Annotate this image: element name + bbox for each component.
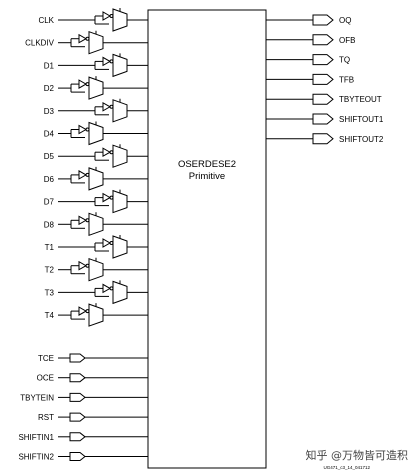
output-label-oq: OQ	[339, 16, 351, 25]
input-label-d5: D5	[44, 152, 55, 161]
input-label-clk: CLK	[38, 16, 54, 25]
inverter-mux	[102, 99, 128, 123]
block-title: OSERDESE2	[178, 159, 236, 170]
mux-symbol	[112, 99, 128, 123]
mux-symbol	[88, 257, 104, 282]
mux-symbol	[112, 189, 128, 214]
inverter-mux	[102, 53, 128, 78]
input-port-arrow	[69, 373, 86, 383]
inverter-triangle	[78, 79, 88, 89]
inverter-mux	[78, 167, 104, 191]
inverter-triangle	[78, 33, 88, 44]
mux-symbol	[112, 144, 128, 168]
mux-symbol	[88, 30, 104, 55]
inverter-mux	[78, 121, 104, 146]
input-label-shiftin2: SHIFTIN2	[18, 453, 54, 462]
mux-symbol	[88, 167, 104, 191]
output-label-shiftout1: SHIFTOUT1	[339, 115, 384, 124]
output-port-arrow	[312, 113, 334, 125]
mux-symbol	[112, 53, 128, 78]
inverter-triangle	[78, 170, 88, 180]
inverter-mux	[78, 30, 104, 55]
inverter-triangle	[78, 306, 88, 316]
inverter-triangle	[102, 147, 112, 158]
output-label-shiftout2: SHIFTOUT2	[339, 135, 384, 144]
inverter-triangle	[78, 260, 88, 271]
input-label-d3: D3	[44, 107, 55, 116]
mux-symbol	[88, 303, 104, 327]
input-label-rst: RST	[38, 413, 54, 422]
input-port-arrow	[69, 353, 86, 363]
inverter-triangle	[78, 124, 88, 135]
input-label-d2: D2	[44, 84, 55, 93]
inverter-triangle	[102, 11, 112, 21]
input-label-clkdiv: CLKDIV	[25, 39, 55, 48]
input-label-d6: D6	[44, 175, 55, 184]
input-label-shiftin1: SHIFTIN1	[18, 433, 54, 442]
mux-symbol	[112, 280, 128, 305]
inverter-triangle	[102, 283, 112, 294]
oserdese2-block	[147, 9, 267, 469]
inverter-triangle	[102, 192, 112, 203]
inverter-mux	[102, 280, 128, 305]
inverter-mux	[102, 235, 128, 259]
mux-symbol	[88, 212, 104, 237]
mux-symbol	[88, 76, 104, 100]
output-label-tfb: TFB	[339, 75, 354, 84]
inverter-mux	[102, 8, 128, 32]
input-port-arrow	[69, 432, 86, 442]
output-port-arrow	[312, 73, 334, 85]
inverter-triangle	[102, 56, 112, 67]
input-label-t2: T2	[45, 266, 55, 275]
input-label-tce: TCE	[38, 354, 54, 363]
mux-symbol	[88, 121, 104, 146]
output-port-arrow	[312, 14, 334, 26]
inverter-mux	[78, 212, 104, 237]
inverter-mux	[78, 303, 104, 327]
input-label-t3: T3	[45, 288, 55, 297]
output-port-arrow	[312, 54, 334, 66]
figure-code: UG471_c3_14_041712	[323, 465, 370, 470]
output-label-ofb: OFB	[339, 36, 355, 45]
inverter-triangle	[102, 101, 112, 112]
output-port-arrow	[312, 93, 334, 105]
output-port-arrow	[312, 34, 334, 46]
input-label-oce: OCE	[37, 374, 54, 383]
mux-symbol	[112, 235, 128, 259]
block-subtitle: Primitive	[189, 171, 225, 182]
output-port-arrow	[312, 133, 334, 145]
input-label-d8: D8	[44, 220, 55, 229]
input-inverter-muxes	[69, 8, 128, 461]
input-label-t1: T1	[45, 243, 55, 252]
input-label-t4: T4	[45, 311, 55, 320]
output-label-tbyteout: TBYTEOUT	[339, 95, 382, 104]
inverter-mux	[102, 189, 128, 214]
input-label-tbytein: TBYTEIN	[20, 393, 54, 402]
input-label-d1: D1	[44, 61, 55, 70]
inverter-mux	[78, 76, 104, 100]
inverter-triangle	[78, 215, 88, 226]
output-ports	[312, 14, 334, 145]
mux-symbol	[112, 8, 128, 32]
output-label-tq: TQ	[339, 56, 350, 65]
inverter-mux	[102, 144, 128, 168]
input-port-arrow	[69, 392, 86, 402]
input-label-d4: D4	[44, 130, 55, 139]
inverter-triangle	[102, 238, 112, 248]
watermark: 知乎 @万物皆可造积	[306, 448, 409, 462]
input-port-arrow	[69, 452, 86, 461]
input-port-arrow	[69, 412, 86, 422]
inverter-mux	[78, 257, 104, 282]
input-label-d7: D7	[44, 198, 55, 207]
